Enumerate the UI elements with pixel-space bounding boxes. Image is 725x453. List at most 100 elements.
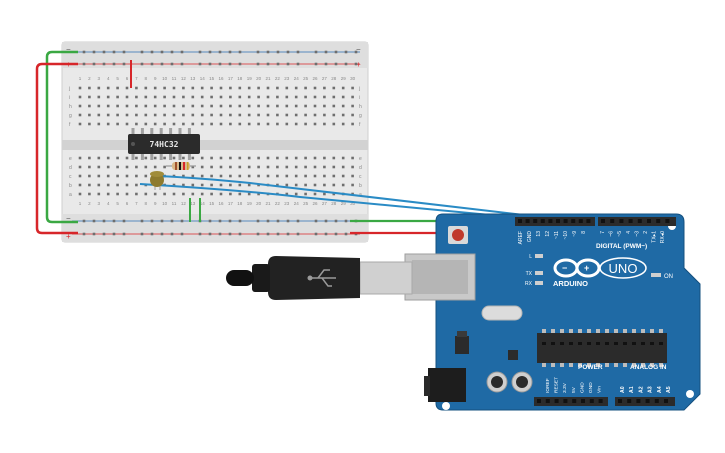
atmega-socket: [659, 342, 663, 345]
breadboard-hole: [125, 183, 129, 187]
green-wire-left[interactable]: [45, 50, 78, 224]
header-pin[interactable]: [598, 399, 603, 403]
header-pin[interactable]: [637, 219, 642, 223]
header-pin[interactable]: [628, 219, 633, 223]
header-pin[interactable]: [572, 399, 577, 403]
header-pin[interactable]: [563, 399, 568, 403]
rail-hole: [228, 50, 232, 54]
header-pin[interactable]: [664, 399, 668, 403]
blue-wire-2[interactable]: [139, 183, 566, 223]
rail-plus-label-bottom: +: [66, 232, 71, 241]
header-pin[interactable]: [563, 219, 568, 223]
breadboard-hole: [125, 86, 129, 90]
breadboard-hole: [144, 95, 148, 99]
rail-hole: [228, 232, 232, 236]
rail-hole: [180, 232, 184, 236]
atmega-pin: [659, 329, 663, 333]
breadboard-hole: [78, 183, 82, 187]
header-pin[interactable]: [554, 399, 559, 403]
column-number: 14: [200, 201, 206, 206]
header-pin[interactable]: [525, 219, 530, 223]
usb-plug-icon[interactable]: [226, 256, 413, 300]
on-label: ON: [664, 274, 673, 280]
arduino-infinity-logo-icon: − +: [553, 258, 601, 278]
column-number: 2: [88, 201, 91, 206]
breadboard-hole: [276, 165, 279, 169]
atmega-pin: [659, 363, 663, 367]
header-pin[interactable]: [654, 399, 659, 403]
breadboard-hole: [153, 104, 157, 108]
header-pin[interactable]: [578, 219, 583, 223]
breadboard-hole: [294, 95, 298, 99]
chip-label: 74HC32: [150, 140, 179, 149]
header-pin[interactable]: [586, 219, 591, 223]
rail-hole: [354, 62, 358, 66]
header-pin[interactable]: [601, 219, 605, 223]
header-pin[interactable]: [581, 399, 585, 403]
breadboard-hole: [106, 192, 110, 196]
atmega-pin: [569, 329, 573, 333]
rail-hole: [238, 50, 242, 54]
dc-power-jack[interactable]: [428, 368, 466, 402]
header-pin[interactable]: [619, 219, 624, 223]
rail-hole: [256, 62, 260, 66]
header-pin[interactable]: [518, 219, 522, 223]
header-pin[interactable]: [571, 219, 576, 223]
header-pin[interactable]: [533, 219, 538, 223]
breadboard-hole: [210, 95, 213, 99]
header-pin[interactable]: [647, 219, 651, 223]
breadboard-hole: [153, 86, 157, 90]
chip-pin: [140, 128, 144, 134]
breadboard-hole: [210, 122, 213, 126]
breadboard-hole: [323, 104, 326, 108]
header-pin[interactable]: [540, 219, 545, 223]
breadboard-holes: [78, 50, 358, 236]
header-pin[interactable]: [548, 219, 553, 223]
power-header: [534, 397, 608, 406]
header-pin[interactable]: [665, 219, 670, 223]
column-number: 25: [303, 76, 309, 81]
rail-hole: [170, 232, 174, 236]
column-number: 30: [350, 76, 356, 81]
breadboard-hole: [144, 165, 148, 169]
pin-label: ~6: [609, 231, 615, 237]
breadboard-hole: [88, 183, 91, 187]
breadboard-hole: [313, 174, 317, 178]
header-pin[interactable]: [545, 399, 550, 403]
header-pin[interactable]: [656, 219, 661, 223]
header-pin[interactable]: [645, 399, 650, 403]
rail-hole: [324, 219, 328, 223]
red-wire-left[interactable]: [35, 62, 78, 235]
rail-hole: [314, 232, 318, 236]
breadboard-hole: [304, 86, 307, 90]
resistor[interactable]: [166, 162, 196, 170]
led[interactable]: [150, 171, 164, 190]
column-number: 7: [135, 76, 138, 81]
header-pin[interactable]: [537, 399, 541, 403]
blue-wire-1[interactable]: [157, 175, 576, 222]
breadboard-hole: [219, 156, 223, 160]
small-ic: [508, 350, 518, 360]
atmega-pin: [560, 363, 564, 367]
column-number: 8: [145, 201, 148, 206]
header-pin[interactable]: [556, 219, 560, 223]
column-number: 12: [181, 76, 187, 81]
rail-hole: [160, 232, 164, 236]
header-pin[interactable]: [589, 399, 594, 403]
header-pin[interactable]: [610, 219, 615, 223]
header-pin[interactable]: [636, 399, 641, 403]
row-letter: d: [359, 165, 362, 171]
ic-74hc32[interactable]: 74HC32: [128, 128, 200, 160]
pin-label: 13: [536, 231, 542, 237]
breadboard-hole: [313, 156, 317, 160]
header-pin[interactable]: [618, 399, 622, 403]
breadboard-hole: [144, 122, 148, 126]
rail-hole: [102, 50, 106, 54]
header-pin[interactable]: [627, 399, 632, 403]
breadboard-hole: [304, 122, 307, 126]
breadboard-hole: [182, 192, 185, 196]
reset-button[interactable]: [452, 229, 464, 241]
